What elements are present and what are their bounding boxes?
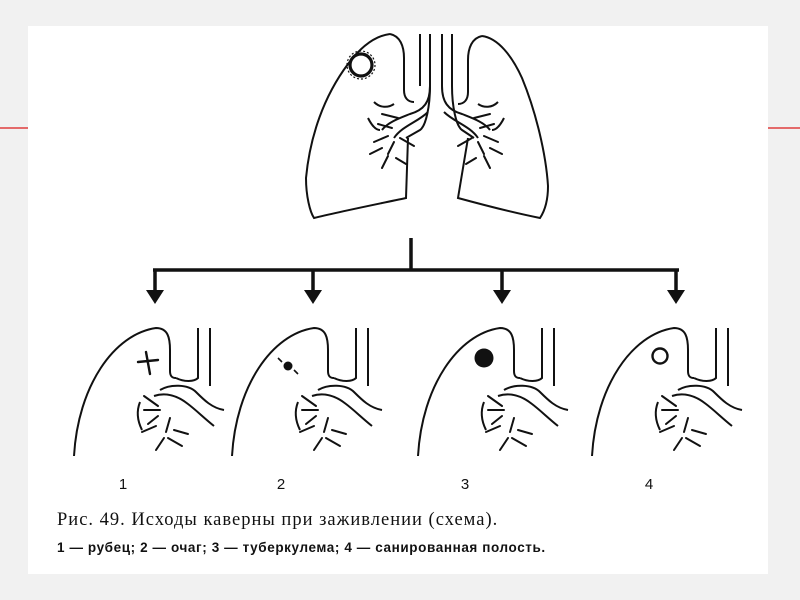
panel-number-4: 4 [644,476,654,493]
focus-mark [283,361,293,371]
outcome-panel-1-scar [73,327,225,457]
main-lungs-drawing [304,33,550,220]
outcome-connector [146,238,685,304]
panel-number-3: 3 [460,476,470,493]
panel-number-2: 2 [276,476,286,493]
outcome-panel-2-focus [231,327,383,457]
figure-caption-title: Рис. 49. Исходы каверны при заживлении (… [57,510,499,530]
decorative-accent-line-left [0,127,28,129]
arrow-head-1 [146,290,164,304]
slide: 1 2 3 4 Рис. 49. Исходы каверны при зажи… [28,26,768,574]
panel-number-1: 1 [118,476,128,493]
figure-caption-legend: 1 — рубец; 2 — очаг; 3 — туберкулема; 4 … [57,540,546,555]
arrow-head-2 [304,290,322,304]
arrow-head-3 [493,290,511,304]
outcome-panel-3-tuberculoma [417,327,569,457]
decorative-accent-line-right [768,127,800,129]
outcome-panel-4-sanitized-cavity [591,327,743,457]
scar-mark [136,350,160,376]
tuberculoma-mark [474,348,494,368]
cavity-mark [651,347,669,365]
diagram-canvas [73,33,743,457]
arrow-head-4 [667,290,685,304]
